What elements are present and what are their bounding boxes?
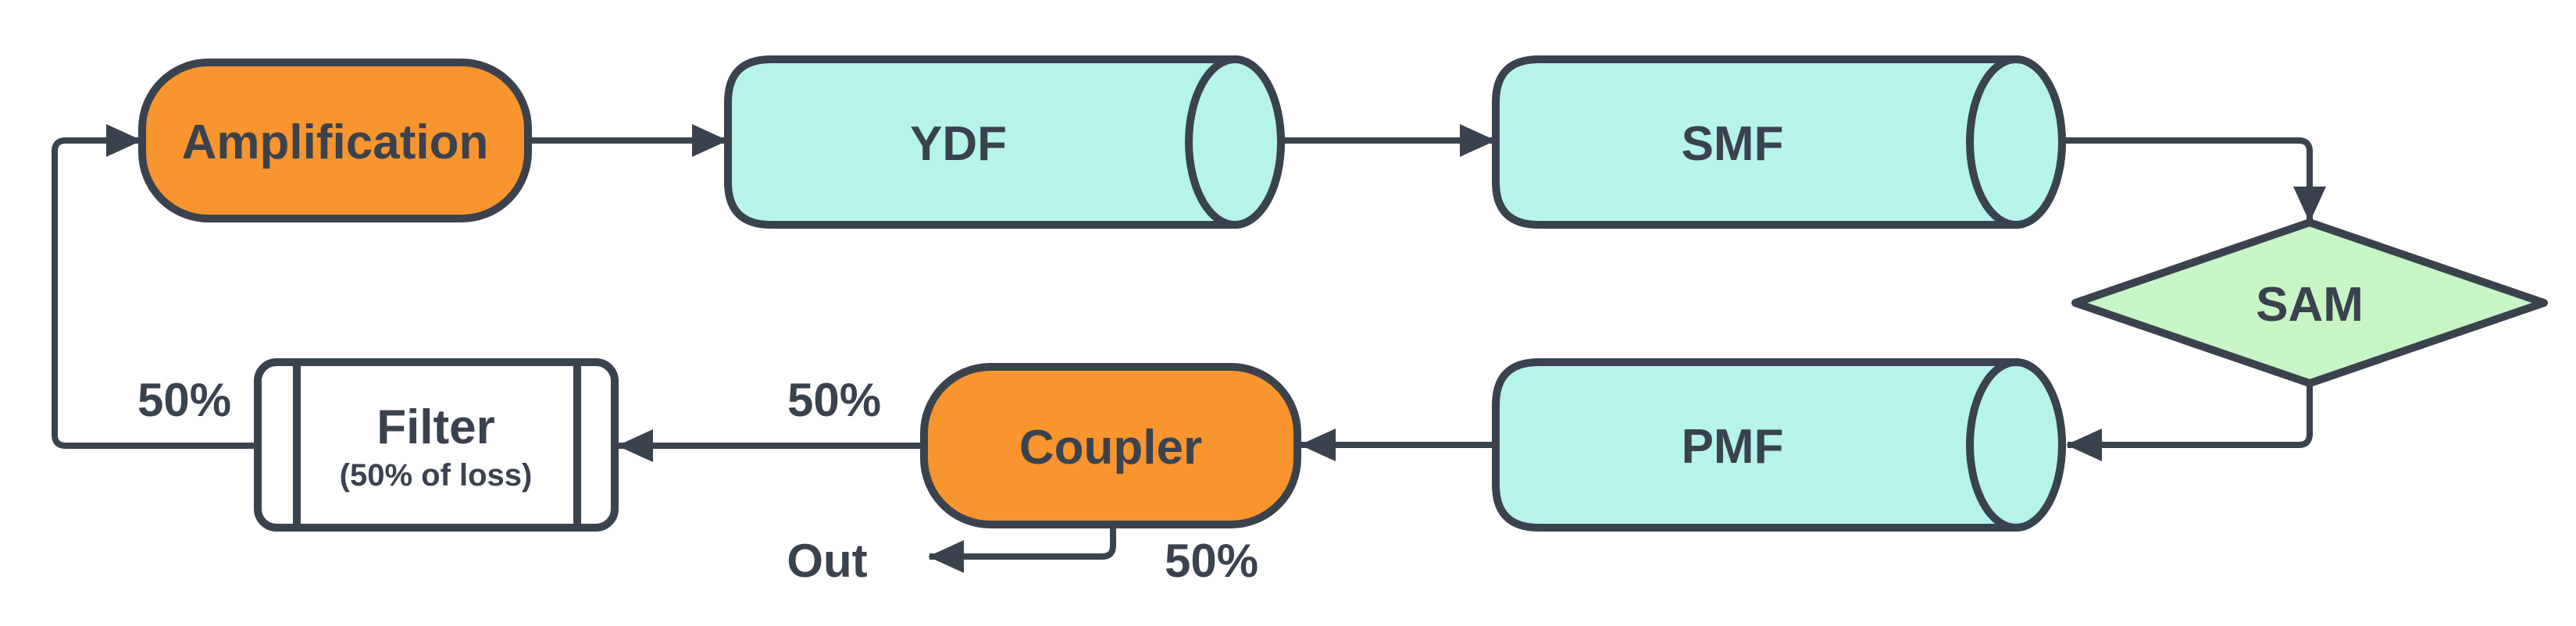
edge-coupler-to-out bbox=[928, 525, 1116, 573]
sam-diamond-node: SAM bbox=[2071, 219, 2548, 387]
coupler-to-filter-percent-label: 50% bbox=[787, 374, 881, 426]
filter-node: Filter (50% of loss) bbox=[254, 358, 619, 532]
output-label: Out bbox=[787, 535, 867, 587]
filter-sublabel: (50% of loss) bbox=[340, 458, 533, 493]
edge-smf-to-sam bbox=[2062, 137, 2326, 222]
pmf-cylinder-cap bbox=[1966, 358, 2066, 532]
coupler-node: Coupler bbox=[920, 363, 1301, 528]
edge-filter-to-amplification bbox=[52, 124, 258, 449]
feedback-branch-percent-label: 50% bbox=[137, 374, 231, 426]
smf-label: SMF bbox=[1682, 117, 1784, 171]
ydf-label: YDF bbox=[910, 117, 1007, 171]
pmf-label: PMF bbox=[1682, 420, 1784, 474]
sam-label: SAM bbox=[2256, 278, 2364, 332]
smf-cylinder-node: SMF bbox=[1492, 55, 2066, 229]
smf-cylinder-cap bbox=[1966, 55, 2066, 229]
edge-sam-to-pmf bbox=[2066, 383, 2313, 461]
pmf-cylinder-node: PMF bbox=[1492, 358, 2066, 532]
coupler-label: Coupler bbox=[1019, 421, 1202, 475]
ydf-cylinder-cap bbox=[1185, 55, 1285, 229]
filter-label: Filter bbox=[376, 400, 495, 454]
output-branch-percent-label: 50% bbox=[1165, 535, 1258, 587]
amplification-label: Amplification bbox=[182, 116, 489, 169]
ydf-cylinder-node: YDF bbox=[724, 55, 1285, 229]
amplification-node: Amplification bbox=[138, 59, 532, 222]
